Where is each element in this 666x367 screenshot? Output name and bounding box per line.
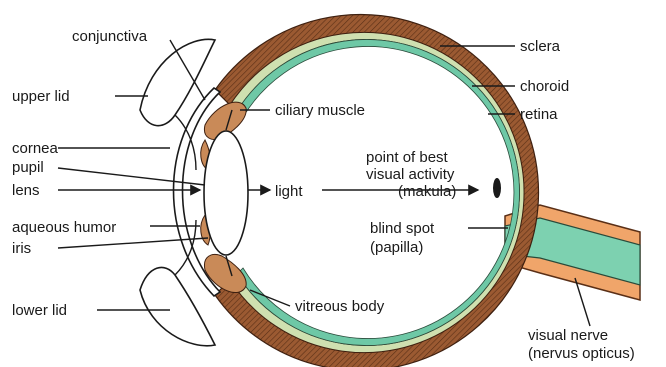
label-pupil: pupil xyxy=(12,159,44,176)
label-choroid: choroid xyxy=(520,78,569,95)
macula-spot xyxy=(493,178,501,198)
label-vitreous-body: vitreous body xyxy=(295,298,385,315)
label-point-best-1: point of best xyxy=(366,149,449,166)
lens-shape xyxy=(204,131,248,255)
label-blind-spot-1: blind spot xyxy=(370,220,435,237)
label-upper-lid: upper lid xyxy=(12,88,70,105)
label-visual-nerve-1: visual nerve xyxy=(528,327,608,344)
label-retina: retina xyxy=(520,106,558,123)
label-lens: lens xyxy=(12,182,40,199)
label-cornea: cornea xyxy=(12,140,59,157)
label-blind-spot-2: (papilla) xyxy=(370,239,423,256)
label-conjunctiva: conjunctiva xyxy=(72,28,148,45)
label-point-best-2: visual activity xyxy=(366,166,455,183)
label-sclera: sclera xyxy=(520,38,561,55)
label-visual-nerve-2: (nervus opticus) xyxy=(528,345,635,362)
label-iris: iris xyxy=(12,240,31,257)
label-light: light xyxy=(275,183,303,200)
label-point-best-3: (makula) xyxy=(398,183,456,200)
label-lower-lid: lower lid xyxy=(12,302,67,319)
label-aqueous-humor: aqueous humor xyxy=(12,219,116,236)
label-ciliary-muscle: ciliary muscle xyxy=(275,102,365,119)
